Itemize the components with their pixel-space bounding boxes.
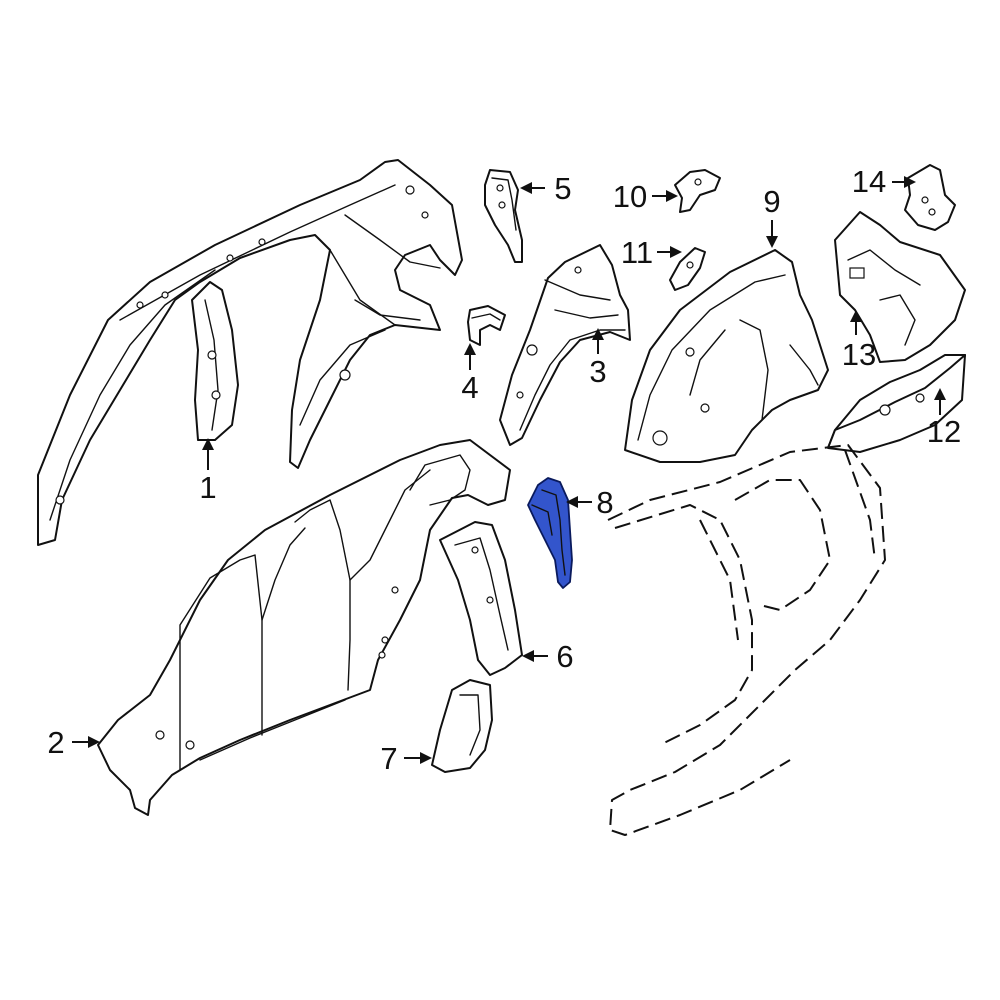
callout-13: 13: [842, 337, 876, 372]
outer-body-panel-reference: [607, 444, 886, 836]
part-11-bracket[interactable]: [669, 247, 706, 291]
part-4-bracket[interactable]: [467, 305, 506, 346]
callout-leaders: [72, 176, 946, 764]
callout-2: 2: [47, 725, 64, 760]
callout-7: 7: [380, 741, 397, 776]
callout-8: 8: [596, 485, 613, 520]
part-9-wheelhouse-outer[interactable]: [624, 249, 829, 463]
part-12-panel[interactable]: [827, 354, 966, 453]
callout-6: 6: [556, 639, 573, 674]
part-2-lower-side-frame[interactable]: [97, 439, 511, 816]
part-8-shape: [527, 477, 573, 589]
callout-10: 10: [613, 179, 647, 214]
callout-5: 5: [554, 171, 571, 206]
callout-12: 12: [927, 414, 961, 449]
part-5-bracket[interactable]: [484, 169, 523, 263]
callout-labels: 1 2 3 4 5 6 7 8 9 10 11 12 13 14: [47, 164, 961, 776]
part-3-wheelhouse-inner[interactable]: [499, 244, 631, 446]
callout-1: 1: [199, 470, 216, 505]
callout-9: 9: [763, 184, 780, 219]
callout-11: 11: [621, 235, 653, 270]
part-8-highlighted-reinforcement[interactable]: [527, 477, 573, 589]
callout-4: 4: [461, 370, 478, 405]
part-6-pillar-reinforcement[interactable]: [439, 521, 523, 676]
part-10-bracket[interactable]: [674, 169, 721, 213]
callout-3: 3: [589, 354, 606, 389]
part-7-lower-reinforcement[interactable]: [431, 679, 493, 773]
part-1-upper-side-frame[interactable]: [37, 159, 463, 546]
part-14-bracket[interactable]: [904, 164, 956, 231]
callout-14: 14: [852, 164, 886, 199]
